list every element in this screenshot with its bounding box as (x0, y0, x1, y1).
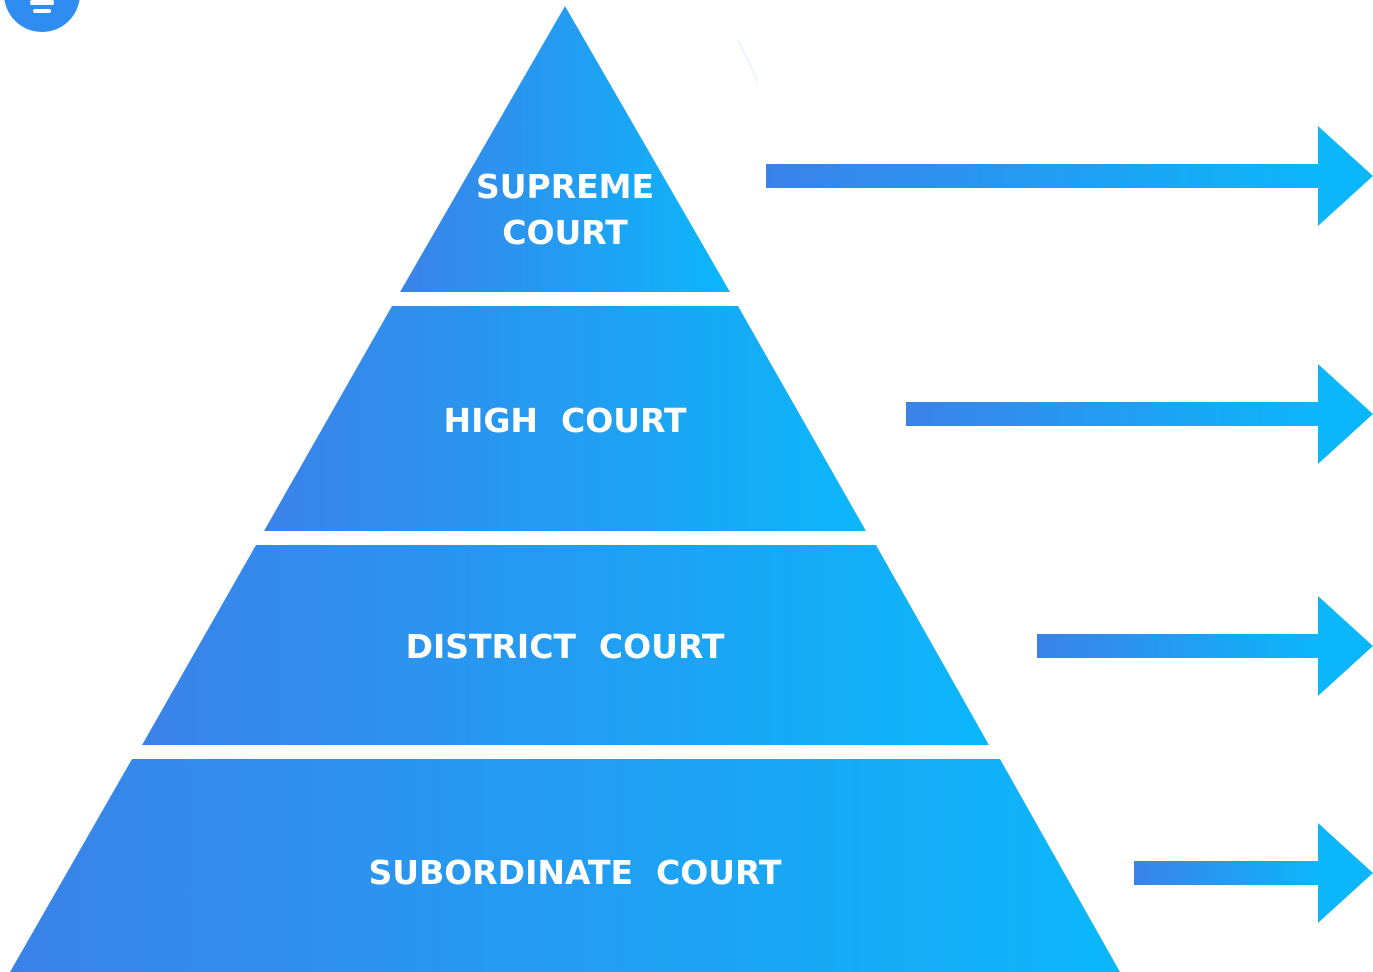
arrow-subordinate-court (1134, 823, 1373, 923)
tier-district-court-label: DISTRICT COURT (406, 627, 725, 666)
arrow-supreme-court (766, 126, 1373, 226)
lightbulb-icon (4, 0, 80, 32)
logo (4, 0, 80, 32)
arrow-high-court (906, 364, 1373, 464)
tier-district-court (142, 545, 989, 745)
tier-high-court (264, 306, 866, 531)
tier-subordinate-court-label: SUBORDINATE COURT (369, 853, 782, 892)
arrow-district-court (1037, 596, 1373, 696)
tier-subordinate-court (10, 759, 1120, 972)
tier-supreme-court-label-line1: SUPREME (476, 167, 654, 206)
tier-high-court-label: HIGH COURT (443, 401, 687, 440)
tier-supreme-court (400, 6, 730, 292)
tier-supreme-court-label-line2: COURT (502, 213, 628, 252)
